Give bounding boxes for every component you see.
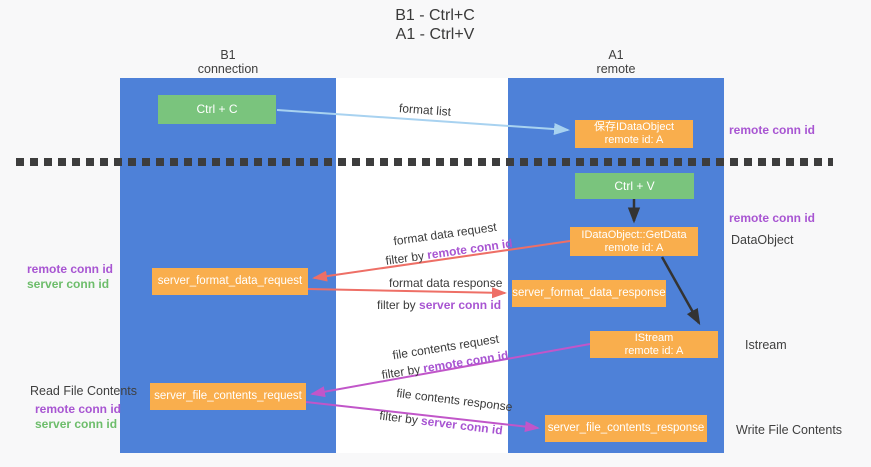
write-file-contents-label: Write File Contents — [736, 423, 843, 437]
format-response-filter-label: filter by server conn id — [377, 298, 501, 312]
left-id-pair-file: remote conn id server conn id — [35, 402, 121, 432]
left-id-pair-format: remote conn id server conn id — [27, 262, 113, 292]
format-response-filter-highlight: server conn id — [419, 298, 502, 312]
save-idataobject-box: 保存IDataObject remote id: A — [575, 120, 693, 148]
ctrl-v-label: Ctrl + V — [614, 178, 655, 193]
title-line-1: B1 - Ctrl+C — [395, 7, 475, 24]
column-a1-subtitle: remote — [596, 62, 636, 76]
server-file-contents-response-label: server_file_contents_response — [547, 422, 705, 434]
remote-conn-id-left-file: remote conn id — [35, 402, 122, 416]
istream-box: IStream remote id: A — [590, 331, 718, 358]
save-idataobject-line2: remote id: A — [604, 134, 664, 146]
format-data-response-label: format data response — [389, 276, 503, 290]
server-format-data-request-label: server_format_data_request — [157, 275, 303, 287]
remote-conn-id-label-top: remote conn id — [729, 123, 816, 137]
dataobject-label: DataObject — [731, 233, 794, 247]
ctrl-v-box: Ctrl + V — [575, 173, 694, 199]
format-response-filter-prefix: filter by — [377, 298, 420, 312]
getdata-line2: remote id: A — [604, 241, 664, 254]
remote-conn-id-left-format: remote conn id — [27, 262, 114, 276]
server-file-contents-request-box: server_file_contents_request — [150, 383, 306, 410]
server-conn-id-left-file: server conn id — [35, 417, 118, 431]
title-line-2: A1 - Ctrl+V — [395, 26, 475, 43]
server-file-contents-response-box: server_file_contents_response — [545, 415, 707, 442]
server-conn-id-left-format: server conn id — [27, 277, 110, 291]
column-a1-name: A1 — [608, 48, 624, 62]
istream-side-label: Istream — [745, 338, 787, 352]
ctrl-c-box: Ctrl + C — [158, 95, 276, 124]
istream-line2: remote id: A — [624, 344, 684, 357]
column-b1-name: B1 — [220, 48, 236, 62]
column-header-b1: B1 connection — [120, 48, 336, 76]
column-b1-subtitle: connection — [197, 62, 259, 76]
server-format-data-response-label: server_format_data_response — [512, 287, 666, 299]
server-format-data-response-box: server_format_data_response — [512, 280, 666, 307]
remote-conn-id-label-mid: remote conn id — [729, 211, 816, 225]
read-file-contents-label: Read File Contents — [30, 384, 138, 398]
server-file-contents-request-label: server_file_contents_request — [154, 390, 302, 402]
getdata-line1: IDataObject::GetData — [581, 228, 687, 241]
idataobject-getdata-box: IDataObject::GetData remote id: A — [570, 227, 698, 256]
save-idataobject-line1: 保存IDataObject — [593, 121, 675, 133]
page-title: B1 - Ctrl+C A1 - Ctrl+V — [310, 6, 560, 44]
server-format-data-request-box: server_format_data_request — [152, 268, 308, 295]
ctrl-c-label: Ctrl + C — [196, 102, 238, 116]
istream-line1: IStream — [634, 331, 674, 344]
column-header-a1: A1 remote — [508, 48, 724, 76]
